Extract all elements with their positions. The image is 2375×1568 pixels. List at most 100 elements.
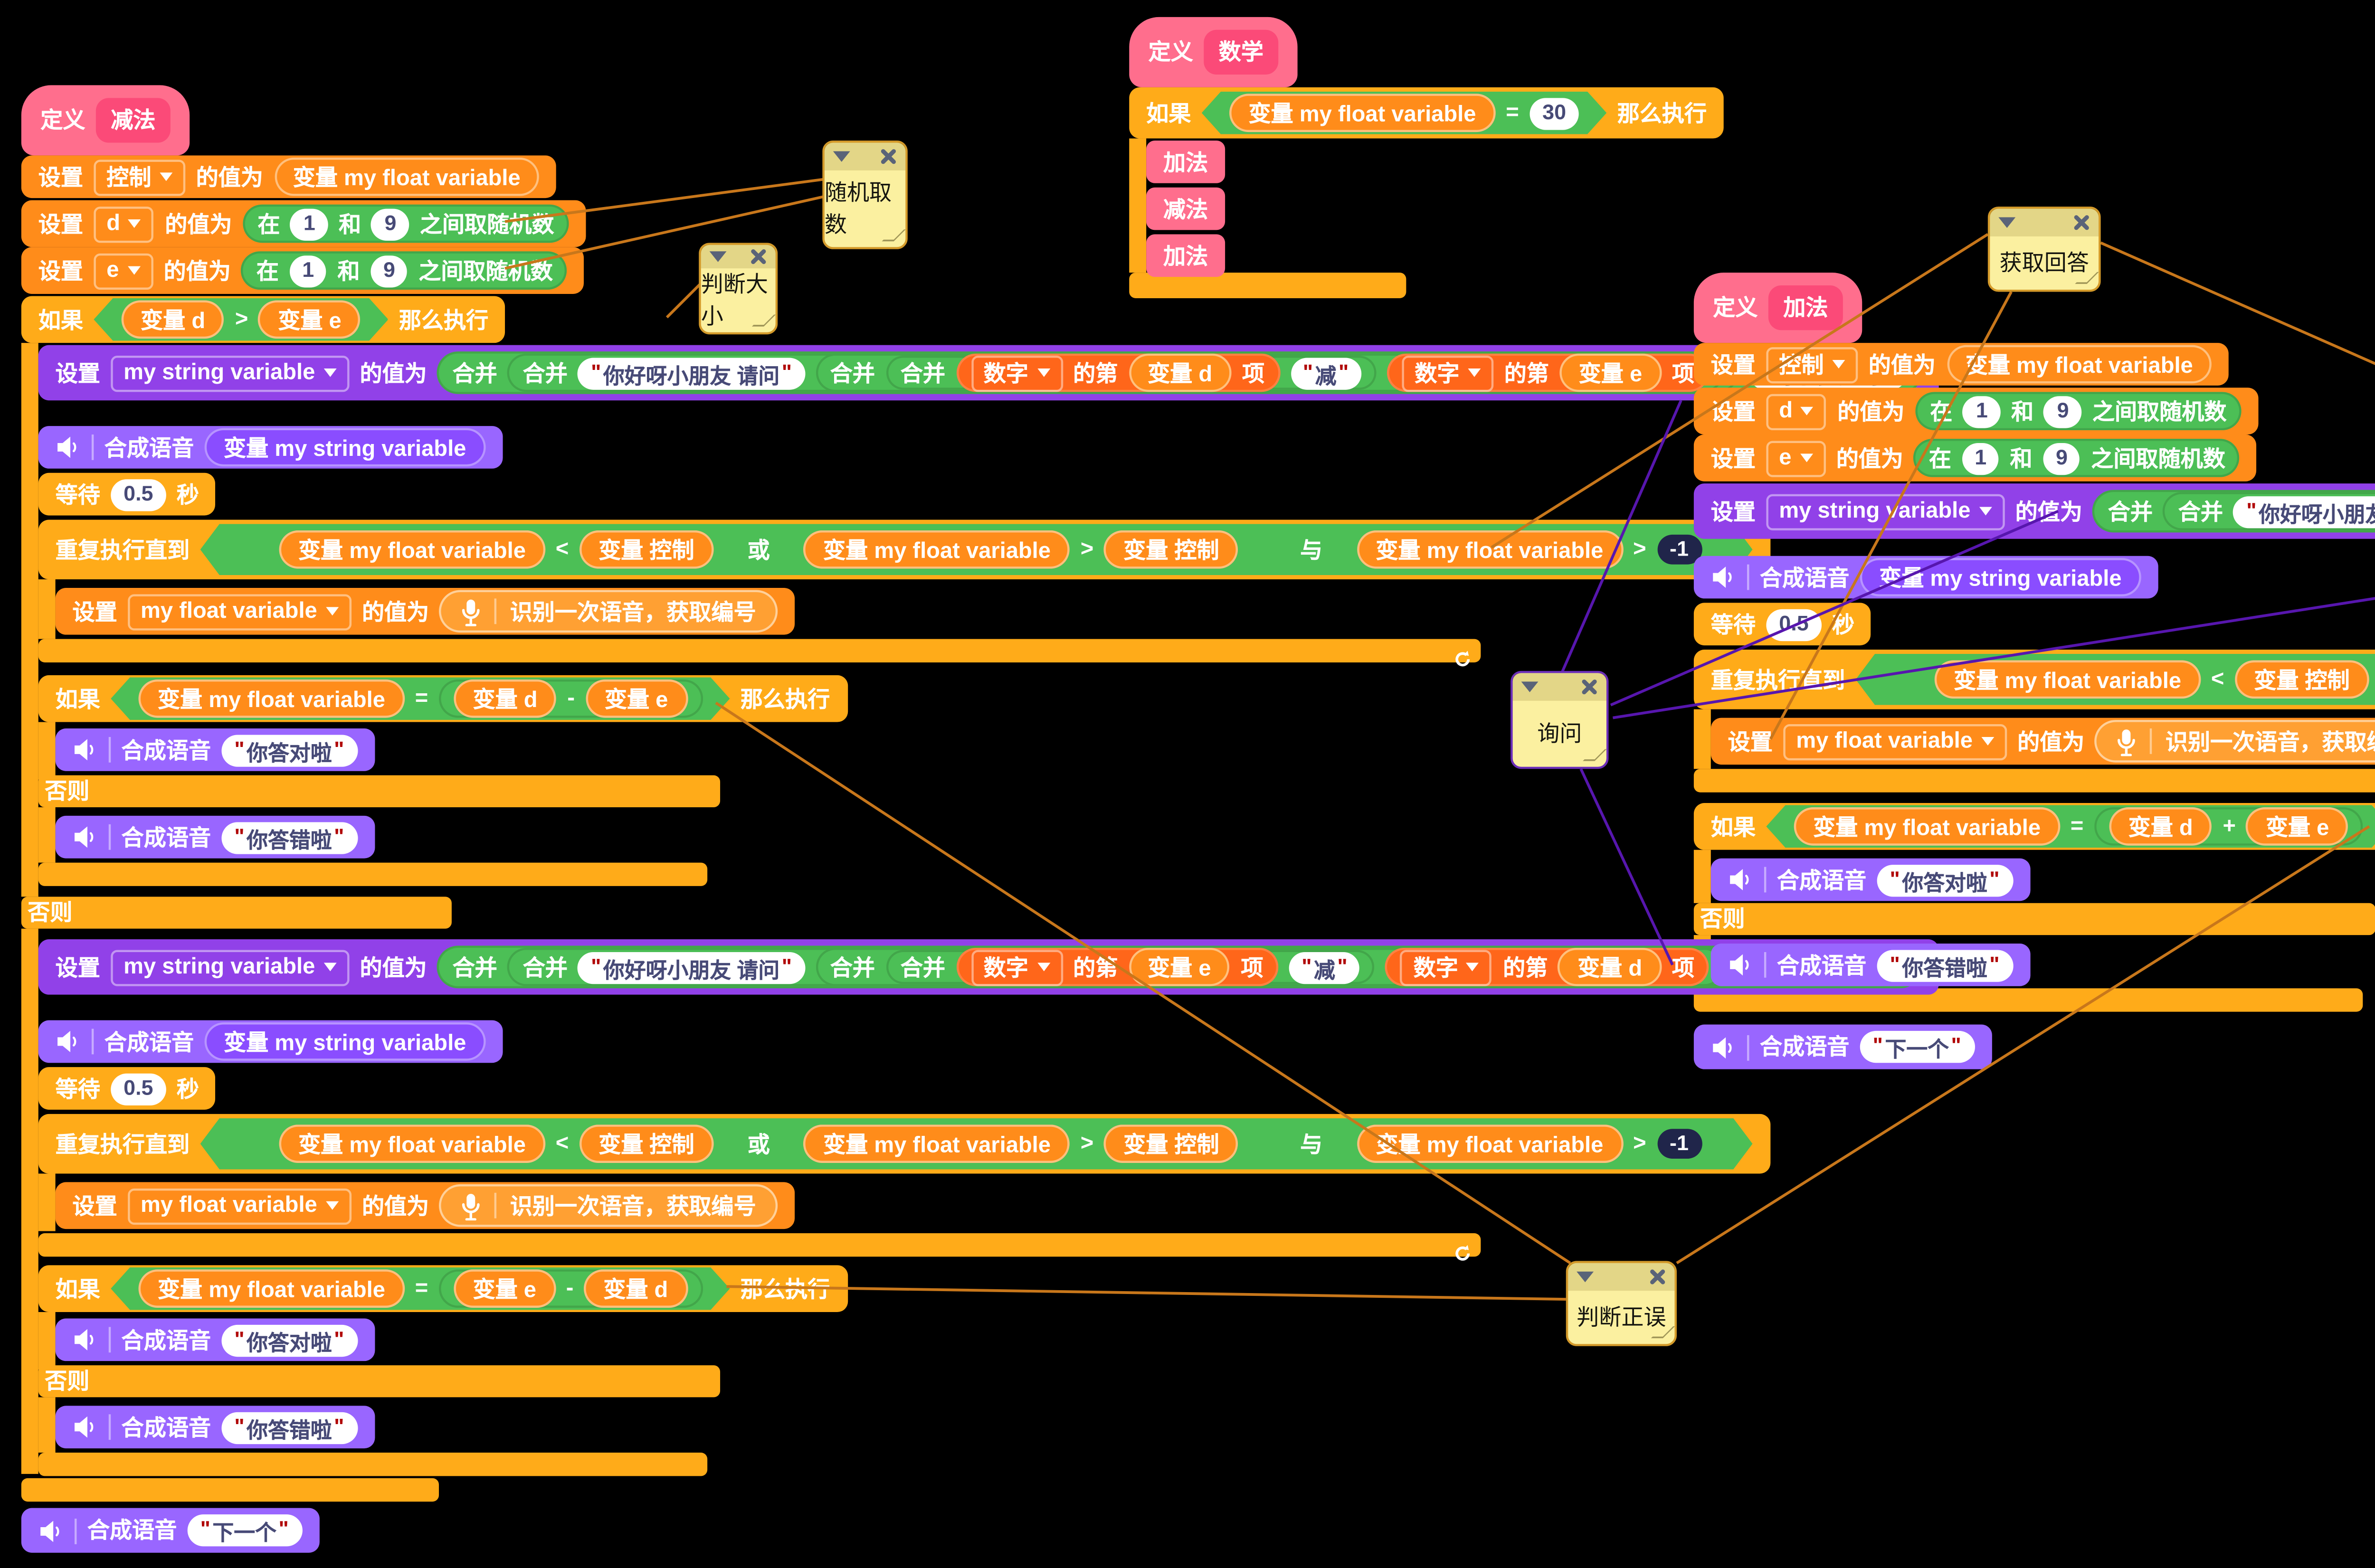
string-input[interactable]: "你答错啦" xyxy=(1877,949,2013,981)
variable-dropdown-d[interactable]: d xyxy=(1766,393,1827,429)
var-my-float-reporter[interactable]: 变量 my float variable xyxy=(1946,345,2213,384)
define-hat-addition[interactable]: 定义 加法 xyxy=(1693,273,1862,343)
tts-correct-block[interactable]: 合成语音 "你答对啦" xyxy=(1710,858,2030,901)
or-condition[interactable]: 变量 my float variable < 变量 控制 或 变量 my flo… xyxy=(1883,656,2375,703)
comment-text[interactable]: 获取回答 xyxy=(1999,251,2089,277)
join-block[interactable]: 合并 合并 数字 的第 变量 d 项 "减" 数字 的第 变量 e xyxy=(815,353,1724,392)
join-block[interactable]: 合并 "你好呀小朋友 请问" 合并 合并 数字 的第 变量 d 项 "加" 数字 xyxy=(2163,492,2375,530)
var-e-reporter[interactable]: 变量 e xyxy=(586,680,687,718)
var-control-reporter[interactable]: 变量 控制 xyxy=(580,1124,713,1163)
var-control-reporter[interactable]: 变量 控制 xyxy=(2235,660,2369,699)
comment-text[interactable]: 随机取数 xyxy=(824,181,892,239)
join-block[interactable]: 合并 合并 "你好呀小朋友 请问" 合并 合并 数字 的第 变量 e 项 "减" xyxy=(437,945,1921,989)
greater-than-condition[interactable]: 变量 my float variable > -1 xyxy=(1333,1124,1725,1163)
string-input[interactable]: "你好呀小朋友 请问" xyxy=(578,357,805,389)
if-d-gt-e-block[interactable]: 如果 变量 d > 变量 e 那么执行 xyxy=(21,296,506,343)
set-e-random-block[interactable]: 设置 e 的值为 在 1 和 9 之间取随机数 xyxy=(1693,435,2258,482)
list-dropdown-digits[interactable]: 数字 xyxy=(970,949,1063,985)
comment-ask[interactable]: 询问 xyxy=(1510,671,1609,769)
var-my-string-reporter[interactable]: 变量 my string variable xyxy=(204,428,485,467)
var-my-float-reporter[interactable]: 变量 my float variable xyxy=(1357,1124,1623,1163)
comment-judge[interactable]: 判断正误 xyxy=(1566,1261,1677,1346)
set-e-random-block[interactable]: 设置 e 的值为 在 1 和 9 之间取随机数 xyxy=(21,247,585,294)
item-of-list-block[interactable]: 数字 的第 变量 d 项 xyxy=(1386,948,1710,986)
set-d-random-block[interactable]: 设置 d 的值为 在 1 和 9 之间取随机数 xyxy=(1693,387,2259,435)
var-my-float-reporter[interactable]: 变量 my float variable xyxy=(1357,530,1623,569)
greater-than-condition[interactable]: 变量 d > 变量 e xyxy=(94,298,388,341)
collapse-icon[interactable] xyxy=(833,151,850,162)
string-input[interactable]: "你答对啦" xyxy=(1877,863,2013,896)
variable-dropdown-e[interactable]: e xyxy=(1766,440,1826,476)
repeat-until-block[interactable]: 重复执行直到 变量 my float variable < 变量 控制 或 变量… xyxy=(38,520,1770,580)
var-my-float-reporter[interactable]: 变量 my float variable xyxy=(804,530,1070,569)
variable-dropdown-my-string[interactable]: my string variable xyxy=(111,354,350,391)
pick-random-block[interactable]: 在 1 和 9 之间取随机数 xyxy=(1915,392,2242,431)
join-block[interactable]: 合并 "你好呀小朋友 请问" 合并 合并 数字 的第 变量 e 项 "减" 数字 xyxy=(508,948,1739,986)
tts-wrong-block[interactable]: 合成语音 "你答错啦" xyxy=(55,1406,374,1449)
define-hat-subtraction[interactable]: 定义 减法 xyxy=(21,85,190,156)
pick-random-block[interactable]: 在 1 和 9 之间取随机数 xyxy=(241,251,568,290)
join-block[interactable]: 合并 数字 的第 变量 d 项 "减" xyxy=(885,353,1377,392)
call-addition-block[interactable]: 加法 xyxy=(1146,234,1226,277)
comment-random[interactable]: 随机取数 xyxy=(822,141,908,249)
list-dropdown-digits[interactable]: 数字 xyxy=(1402,354,1494,391)
collapse-icon[interactable] xyxy=(709,251,727,262)
var-d-reporter[interactable]: 变量 d xyxy=(584,1269,687,1308)
number-input[interactable]: 9 xyxy=(2044,395,2082,427)
variable-dropdown-my-float[interactable]: my float variable xyxy=(128,593,352,630)
tts-wrong-block[interactable]: 合成语音 "你答错啦" xyxy=(55,815,374,859)
var-my-float-reporter[interactable]: 变量 my float variable xyxy=(1935,660,2201,699)
var-my-float-reporter[interactable]: 变量 my float variable xyxy=(1794,807,2060,846)
number-input[interactable]: -1 xyxy=(1657,535,1701,565)
number-input[interactable]: 1 xyxy=(1963,395,2001,427)
tts-correct-block[interactable]: 合成语音 "你答对啦" xyxy=(55,728,374,771)
var-d-reporter[interactable]: 变量 d xyxy=(1558,948,1662,986)
and-condition[interactable]: 变量 my float variable < 变量 控制 或 变量 my flo… xyxy=(200,1118,1753,1170)
var-my-string-reporter[interactable]: 变量 my string variable xyxy=(1860,558,2141,596)
set-float-recognize-block[interactable]: 设置 my float variable 的值为 识别一次语音，获取编号 xyxy=(55,587,795,635)
string-input[interactable]: "下一个" xyxy=(1860,1030,1974,1063)
less-than-condition[interactable]: 变量 my float variable < 变量 控制 xyxy=(256,1124,737,1163)
subtract-operator[interactable]: 变量 d - 变量 e xyxy=(439,680,702,718)
join-block[interactable]: 合并 "你好呀小朋友 请问" 合并 合并 数字 的第 变量 d 项 "减" 数字 xyxy=(508,353,1739,392)
if-answer-d-plus-e-block[interactable]: 如果 变量 my float variable = 变量 d + 变量 e 那么… xyxy=(1693,803,2375,850)
var-e-reporter[interactable]: 变量 e xyxy=(1559,353,1662,392)
join-block[interactable]: 合并 合并 数字 的第 变量 e 项 "减" 数字 的第 变量 d xyxy=(815,948,1724,986)
var-my-float-reporter[interactable]: 变量 my float variable xyxy=(274,157,540,196)
var-my-string-reporter[interactable]: 变量 my string variable xyxy=(204,1022,485,1061)
set-control-block[interactable]: 设置 控制 的值为 变量 my float variable xyxy=(21,155,557,198)
string-input[interactable]: "你好呀小朋友 请问" xyxy=(2233,495,2375,528)
close-icon[interactable] xyxy=(1649,1268,1666,1285)
call-addition-block[interactable]: 加法 xyxy=(1146,141,1226,183)
join-block[interactable]: 合并 数字 的第 变量 e 项 "减" xyxy=(885,948,1375,986)
speech-recognition-block[interactable]: 识别一次语音，获取编号 xyxy=(2095,720,2375,763)
var-e-reporter[interactable]: 变量 e xyxy=(1128,948,1230,986)
join-block[interactable]: 合并 合并 "你好呀小朋友 请问" 合并 合并 数字 的第 变量 d 项 "减" xyxy=(437,351,1921,394)
string-input[interactable]: "减" xyxy=(1290,357,1362,389)
join-block[interactable]: 合并 合并 "你好呀小朋友 请问" 合并 合并 数字 的第 变量 d 项 "加" xyxy=(2093,490,2375,533)
comment-text[interactable]: 判断正误 xyxy=(1577,1305,1666,1332)
tts-next-block[interactable]: 合成语音 "下一个" xyxy=(1693,1024,1991,1069)
set-float-recognize-block[interactable]: 设置 my float variable 的值为 识别一次语音，获取编号 xyxy=(1710,718,2375,765)
set-d-random-block[interactable]: 设置 d 的值为 在 1 和 9 之间取随机数 xyxy=(21,200,586,247)
set-float-recognize-block[interactable]: 设置 my float variable 的值为 识别一次语音，获取编号 xyxy=(55,1182,795,1229)
var-d-reporter[interactable]: 变量 d xyxy=(1128,353,1232,392)
close-icon[interactable] xyxy=(880,148,897,165)
tts-next-block[interactable]: 合成语音 "下一个" xyxy=(21,1508,319,1553)
number-input[interactable]: 1 xyxy=(1962,442,2000,474)
equals-condition[interactable]: 变量 my float variable = 变量 d + 变量 e xyxy=(1766,805,2375,848)
variable-dropdown-my-string[interactable]: my string variable xyxy=(111,949,350,985)
variable-dropdown-control[interactable]: 控制 xyxy=(94,159,186,195)
number-input[interactable]: 0.5 xyxy=(111,1072,166,1105)
repeat-until-block[interactable]: 重复执行直到 变量 my float variable < 变量 控制 或 变量… xyxy=(38,1114,1770,1174)
variable-dropdown-my-float[interactable]: my float variable xyxy=(128,1187,352,1224)
number-input[interactable]: -1 xyxy=(1657,1129,1701,1159)
and-condition[interactable]: 变量 my float variable < 变量 控制 或 变量 my flo… xyxy=(200,524,1753,575)
string-input[interactable]: "你答错啦" xyxy=(221,1411,357,1443)
var-e-reporter[interactable]: 变量 e xyxy=(2247,807,2348,846)
var-e-reporter[interactable]: 变量 e xyxy=(454,1269,555,1308)
number-input[interactable]: 9 xyxy=(2043,442,2080,474)
if-answer-e-minus-d-block[interactable]: 如果 变量 my float variable = 变量 e - 变量 d 那么… xyxy=(38,1265,847,1313)
list-dropdown-digits[interactable]: 数字 xyxy=(1400,949,1492,985)
